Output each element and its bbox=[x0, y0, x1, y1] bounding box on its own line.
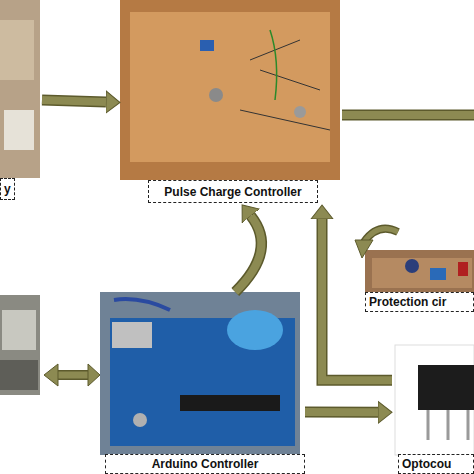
potentiometer bbox=[209, 88, 223, 102]
arrow-shaft bbox=[305, 408, 378, 416]
arrow-shaft bbox=[42, 100, 106, 102]
laptop-base bbox=[0, 360, 38, 390]
supply-photo bbox=[0, 0, 40, 178]
double-arrow-head bbox=[88, 364, 100, 386]
label-box: Pulse Charge Controller bbox=[148, 180, 318, 203]
output-arrow-outline bbox=[342, 110, 474, 121]
circuit-board bbox=[372, 258, 472, 288]
microcontroller-chip bbox=[180, 395, 280, 411]
capacitor bbox=[405, 259, 419, 273]
photo-detail bbox=[4, 110, 34, 150]
photo-background bbox=[0, 295, 40, 395]
computer-photo bbox=[0, 295, 40, 395]
output-arrow bbox=[342, 111, 474, 119]
pulse-board-photo bbox=[120, 0, 340, 180]
component bbox=[430, 268, 446, 280]
arduino-photo bbox=[100, 292, 300, 455]
optocoupler-photo bbox=[395, 345, 474, 455]
usb-connector bbox=[112, 322, 152, 348]
label-box: y bbox=[0, 178, 15, 200]
photo-background bbox=[0, 0, 40, 178]
photo-block: Pulse Charge Controller bbox=[120, 0, 342, 205]
usb-cable bbox=[114, 299, 170, 310]
photo-background bbox=[395, 345, 474, 455]
arrow-shaft bbox=[235, 216, 261, 292]
ic-pins bbox=[428, 410, 468, 440]
screen bbox=[2, 310, 36, 350]
label-box: Arduino Controller bbox=[105, 454, 305, 474]
relay-component bbox=[200, 40, 214, 51]
block-label: y bbox=[4, 182, 11, 196]
flow-arrow bbox=[305, 412, 378, 413]
arrow-outline bbox=[235, 216, 261, 292]
wires bbox=[270, 30, 277, 100]
photo-block: Optocou bbox=[392, 340, 474, 474]
decorative-arrows bbox=[44, 115, 474, 386]
photo-block: Arduino Controller bbox=[100, 292, 305, 474]
label-box: Optocou bbox=[398, 454, 474, 474]
double-arrow-outline bbox=[58, 370, 88, 380]
flow-arrow bbox=[42, 100, 106, 102]
block-label: Pulse Charge Controller bbox=[164, 185, 301, 199]
flow-arrow bbox=[235, 216, 261, 292]
circuit-board bbox=[130, 12, 330, 162]
ic-package bbox=[418, 365, 474, 410]
photo-background bbox=[100, 292, 300, 455]
block-label: Protection cir bbox=[369, 295, 446, 309]
capacitor bbox=[133, 413, 147, 427]
arrow-outline bbox=[305, 407, 378, 418]
component bbox=[458, 262, 468, 276]
block-label: Optocou bbox=[402, 457, 451, 471]
label-box: Protection cir bbox=[365, 292, 474, 312]
double-arrow-head bbox=[44, 364, 58, 386]
photo-block: y bbox=[0, 0, 42, 200]
protection-photo bbox=[365, 250, 474, 292]
hand bbox=[227, 310, 283, 350]
photo-background bbox=[365, 250, 474, 292]
block-label: Arduino Controller bbox=[152, 457, 259, 471]
curved-arrow-head bbox=[355, 240, 373, 258]
double-arrow bbox=[58, 372, 88, 379]
wires bbox=[240, 40, 330, 130]
potentiometer bbox=[294, 106, 306, 118]
photo-block: Protection cir bbox=[362, 250, 474, 312]
photo-background bbox=[120, 0, 340, 180]
photo-detail bbox=[0, 20, 34, 80]
arrow-outline bbox=[42, 100, 106, 102]
